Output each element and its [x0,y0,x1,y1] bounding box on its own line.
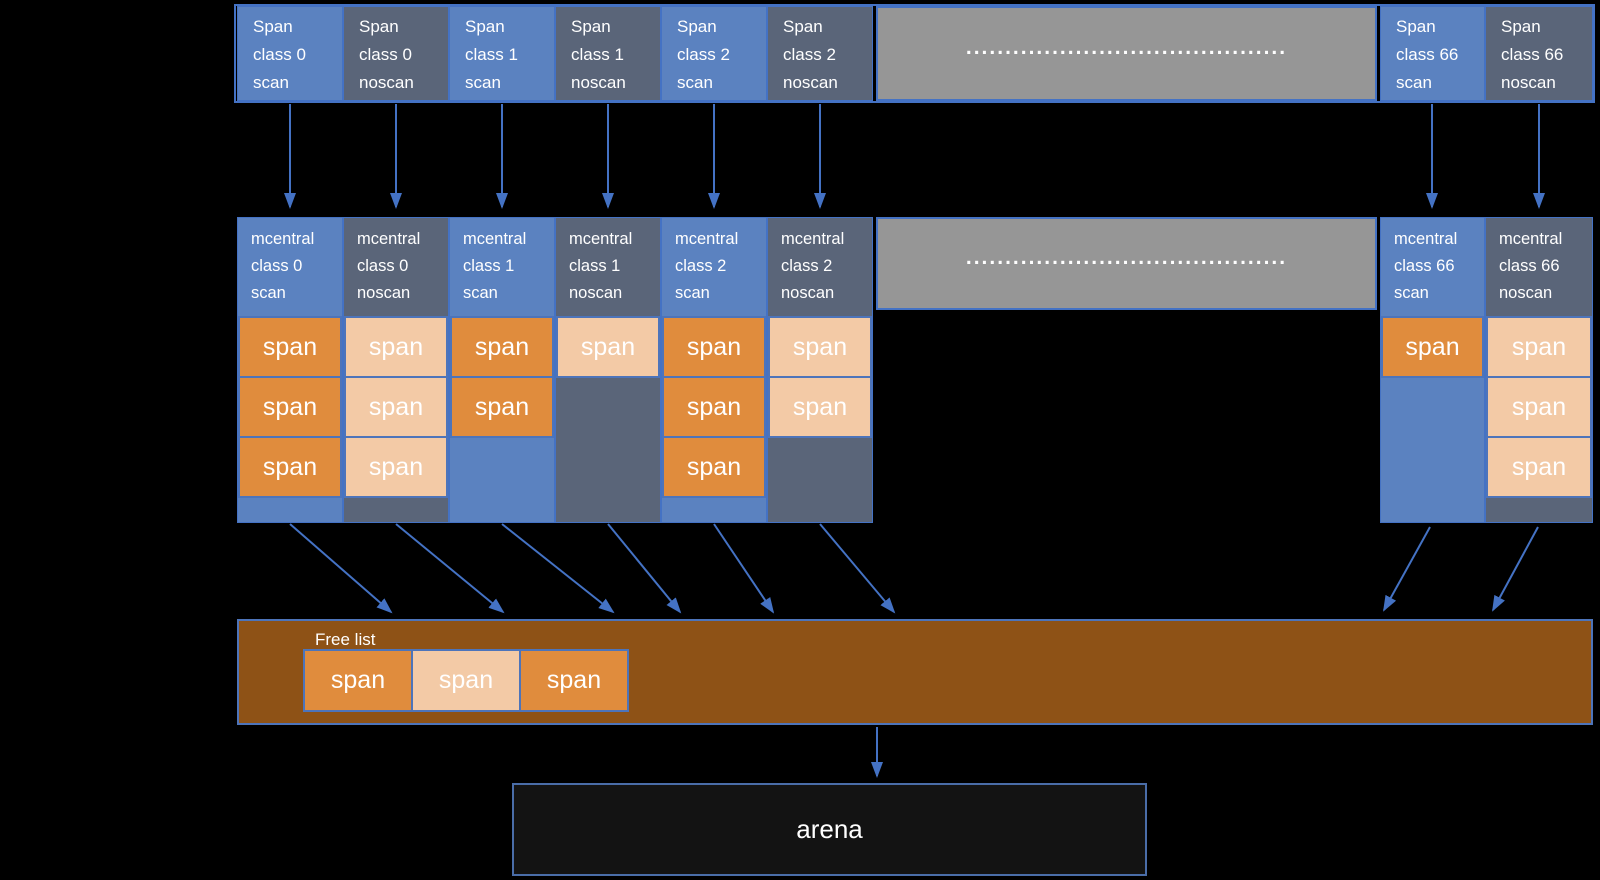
span-class-0-noscan-box: Span class 0 noscan [343,6,449,101]
arrow-mcentral-to-freelist [289,523,393,614]
span-box: span [344,316,448,378]
arrow-mcentral-to-freelist [819,523,896,614]
mcentral-class-1-noscan-column: mcentral class 1 noscan span [555,217,661,523]
mcentral-class-66-noscan-column: mcentral class 66 noscan span span span [1485,217,1593,523]
mcentral-header: mcentral class 1 scan [463,230,527,302]
arena-label: arena [796,814,863,844]
span-box: span [450,376,554,438]
mcentral-header: mcentral class 0 scan [251,230,315,302]
mcentral-header: mcentral class 66 scan [1394,230,1458,302]
mcentral-class-2-noscan-column: mcentral class 2 noscan span span [767,217,873,523]
span-class-0-scan-box: Span class 0 scan [237,6,343,101]
span-box: span [662,436,766,498]
span-class-2-scan-box: Span class 2 scan [661,6,767,101]
span-box: span [303,649,413,712]
mcentral-class-66-scan-column: mcentral class 66 scan span [1380,217,1485,523]
span-box: span [1486,436,1592,498]
arrow-mcentral-to-freelist [1492,526,1539,612]
span-box: span [662,316,766,378]
span-class-1-noscan-box: Span class 1 noscan [555,6,661,101]
span-class-ellipsis-box: ........................................… [876,6,1377,101]
mcentral-header: mcentral class 0 noscan [357,230,421,302]
ellipsis-dots: ........................................… [965,35,1288,59]
ellipsis-dots: ........................................… [965,245,1288,269]
span-box: span [238,316,342,378]
arrow-mcentral-to-freelist [501,523,615,614]
mcentral-header: mcentral class 2 scan [675,230,739,302]
arrow-mcentral-to-freelist [395,523,505,614]
span-box: span [344,376,448,438]
span-class-row-frame [234,4,1595,103]
arrow-mcentral-to-freelist [713,523,775,614]
span-box: span [1381,316,1484,378]
span-class-66-scan-box: Span class 66 scan [1380,6,1485,101]
mcentral-class-2-scan-column: mcentral class 2 scan span span span [661,217,767,523]
span-box: span [768,316,872,378]
mcentral-header: mcentral class 2 noscan [781,230,845,302]
arrow-mcentral-to-freelist [607,523,682,614]
span-class-2-noscan-box: Span class 2 noscan [767,6,873,101]
span-box: span [238,436,342,498]
mcentral-class-0-scan-column: mcentral class 0 scan span span span [237,217,343,523]
mcentral-class-0-noscan-column: mcentral class 0 noscan span span span [343,217,449,523]
free-list-box: Free list span span span [237,619,1593,725]
span-box: span [556,316,660,378]
free-list-spans: span span span [303,649,629,712]
span-box: span [238,376,342,438]
span-box: span [344,436,448,498]
span-class-66-noscan-box: Span class 66 noscan [1485,6,1593,101]
span-box: span [450,316,554,378]
span-box: span [411,649,521,712]
span-box: span [1486,316,1592,378]
span-box: span [1486,376,1592,438]
mcentral-header: mcentral class 1 noscan [569,230,633,302]
mcentral-ellipsis-box: ........................................… [876,217,1377,310]
mcentral-header: mcentral class 66 noscan [1499,230,1563,302]
arena-box: arena [512,783,1147,876]
span-box: span [519,649,629,712]
span-class-1-scan-box: Span class 1 scan [449,6,555,101]
mcentral-class-1-scan-column: mcentral class 1 scan span span [449,217,555,523]
free-list-label: Free list [315,630,376,649]
span-box: span [768,376,872,438]
span-box: span [662,376,766,438]
arrow-mcentral-to-freelist [1383,526,1431,612]
